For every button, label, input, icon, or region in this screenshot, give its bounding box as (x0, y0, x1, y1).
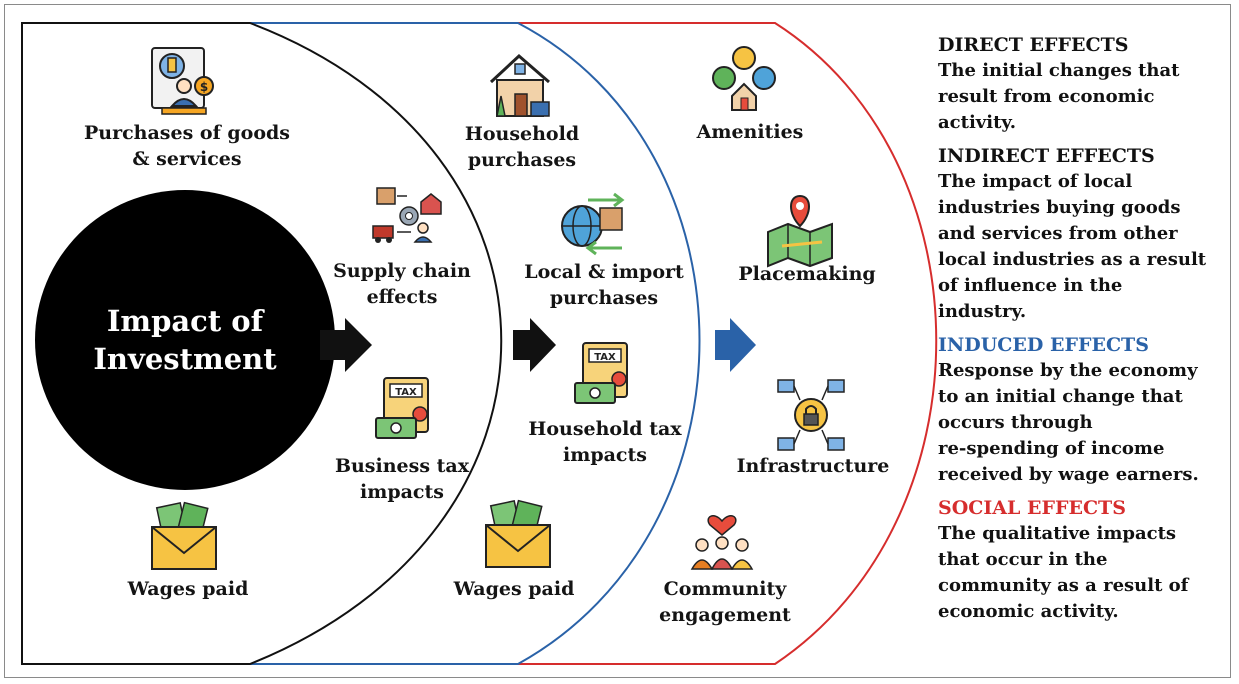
label-amenities: Amenities (696, 121, 804, 143)
label-wages-paid-direct: Wages paid (127, 578, 249, 600)
tax-document-icon: TAX (375, 377, 429, 439)
label-purchases-goods-services: Purchases of goods & services (84, 122, 290, 170)
legend-direct-body: The initial changes that result from eco… (938, 60, 1180, 133)
legend-social-title: SOCIAL EFFECTS (938, 497, 1126, 519)
money-envelope-icon (151, 501, 217, 570)
svg-text:TAX: TAX (594, 352, 616, 363)
label-community-engagement: Community engagement (659, 578, 791, 626)
legend-indirect-body: The impact of local industries buying go… (938, 171, 1207, 322)
tax-document-icon: TAX (574, 342, 628, 404)
hub-title: Impact of Investment (40, 302, 330, 378)
supply-chain-icon (372, 187, 442, 243)
arrow-direct-to-induced (513, 318, 556, 372)
label-infrastructure: Infrastructure (736, 455, 890, 477)
label-business-tax-impacts: Business tax impacts (334, 455, 470, 503)
label-supply-chain-effects: Supply chain effects (333, 260, 471, 308)
legend-social-body: The qualitative impacts that occur in th… (938, 523, 1189, 622)
amenities-icon (712, 46, 776, 111)
legend-induced-body: Response by the economy to an initial ch… (938, 360, 1199, 485)
label-wages-paid-induced: Wages paid (453, 578, 575, 600)
legend-induced-title: INDUCED EFFECTS (938, 334, 1149, 356)
label-household-tax-impacts: Household tax impacts (528, 418, 682, 466)
hub-title-line2: Investment (93, 342, 277, 376)
legend-direct-title: DIRECT EFFECTS (938, 34, 1129, 56)
diagram-frame (4, 4, 1231, 678)
community-icon (690, 515, 754, 570)
svg-text:$: $ (200, 80, 208, 94)
network-lock-icon (777, 379, 845, 451)
hub-title-line1: Impact of (106, 304, 264, 338)
money-envelope-icon (485, 499, 551, 568)
arrow-hub-to-direct (320, 318, 372, 372)
label-household-purchases: Household purchases (464, 123, 580, 171)
arrow-induced-to-social (715, 318, 756, 372)
impact-hub-circle (35, 190, 335, 490)
purchase-document-icon: $ (151, 47, 214, 115)
effects-legend: DIRECT EFFECTS The initial changes that … (938, 32, 1223, 625)
house-icon (489, 53, 550, 117)
globe-trade-icon (561, 192, 625, 256)
legend-indirect-title: INDIRECT EFFECTS (938, 145, 1155, 167)
svg-text:TAX: TAX (395, 387, 417, 398)
label-local-import-purchases: Local & import purchases (524, 261, 684, 309)
map-pin-icon (767, 194, 833, 268)
label-placemaking: Placemaking (738, 263, 876, 285)
